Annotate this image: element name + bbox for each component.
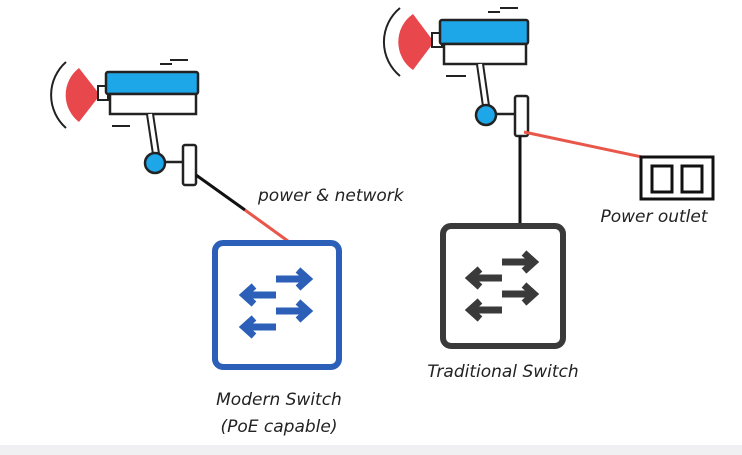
modern-switch-poe-label: (PoE capable) [220,417,337,437]
right-camera-housing [442,42,528,66]
traditional-switch-arrows-icon [464,250,540,322]
left-camera-icon [50,59,200,187]
left-camera-body [104,70,200,96]
poe-cable [195,173,293,246]
left-camera-signal-icon [65,68,100,122]
modern-switch-arrows-icon [238,267,314,339]
traditional-switch-label: Traditional Switch [427,362,578,382]
power-network-label: power & network [257,186,405,206]
right-camera-body [438,18,530,46]
bottom-strip [0,445,742,455]
modern-switch [212,240,342,370]
power-outlet-label: Power outlet [600,207,708,227]
left-camera-mount [181,143,198,187]
power-outlet-icon [639,155,715,201]
right-camera-signal-icon [398,14,434,70]
power-cable [523,130,643,159]
right-camera-signal-arc [383,7,401,77]
modern-switch-box [212,240,342,370]
modern-switch-label: Modern Switch [216,390,342,410]
left-camera-signal-arc [50,61,67,129]
right-camera-mount [513,94,530,138]
left-camera-housing [108,92,198,116]
traditional-switch [440,223,566,349]
right-camera-icon [383,7,530,138]
traditional-switch-box [440,223,566,349]
